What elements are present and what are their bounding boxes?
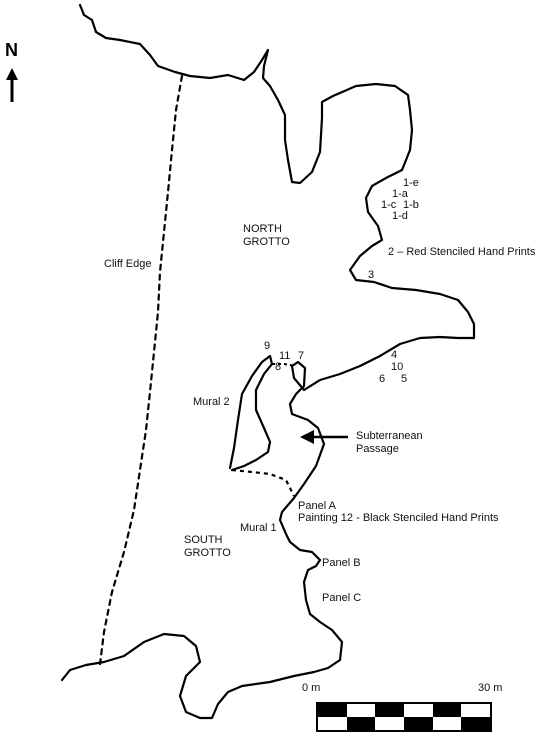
site-2-label: 2 – Red Stenciled Hand Prints <box>388 246 536 258</box>
scale-bar <box>316 702 492 732</box>
site-1d-label: 1-d <box>392 210 408 222</box>
north-arrow-icon <box>6 68 18 102</box>
scale-start-label: 0 m <box>302 682 321 694</box>
site-3-label: 3 <box>368 269 375 281</box>
south-grotto-label-1: SOUTH <box>184 534 223 546</box>
site-4-label: 4 <box>391 349 398 361</box>
site-1b-label: 1-b <box>403 199 419 211</box>
site-10-label: 10 <box>391 361 404 373</box>
rock-island-outline <box>228 354 274 472</box>
passage-top-dotted <box>272 363 297 367</box>
cliff-edge-label: Cliff Edge <box>104 258 152 270</box>
cliff-edge-line <box>98 74 184 666</box>
site-1a-label: 1-a <box>392 188 408 200</box>
painting-12-label: Painting 12 - Black Stenciled Hand Print… <box>298 512 499 524</box>
south-grotto-label-2: GROTTO <box>184 547 231 559</box>
north-label: N <box>5 40 18 60</box>
panel-b-label: Panel B <box>322 557 361 569</box>
north-grotto-label-2: GROTTO <box>243 236 290 248</box>
passage-arrow-icon <box>300 430 348 444</box>
site-1e-label: 1-e <box>403 177 419 189</box>
panel-a-label: Panel A <box>298 500 336 512</box>
panel-c-label: Panel C <box>322 592 362 604</box>
site-6-label: 6 <box>379 373 386 385</box>
site-5-label: 5 <box>401 373 408 385</box>
site-1c-label: 1-c <box>381 199 397 211</box>
site-9-label: 9 <box>264 340 271 352</box>
north-grotto-label-1: NORTH <box>243 223 282 235</box>
passage-link-dotted <box>231 468 295 497</box>
site-11-label: 11 <box>279 350 291 362</box>
site-7-label: 7 <box>298 350 305 362</box>
passage-label-1: Subterranean <box>356 430 423 442</box>
scale-end-label: 30 m <box>478 682 503 694</box>
passage-label-2: Passage <box>356 443 399 455</box>
cave-wall-outline <box>60 3 476 720</box>
site-8-label: 8 <box>275 361 282 373</box>
mural-1-label: Mural 1 <box>240 522 277 534</box>
mural-2-label: Mural 2 <box>193 396 230 408</box>
